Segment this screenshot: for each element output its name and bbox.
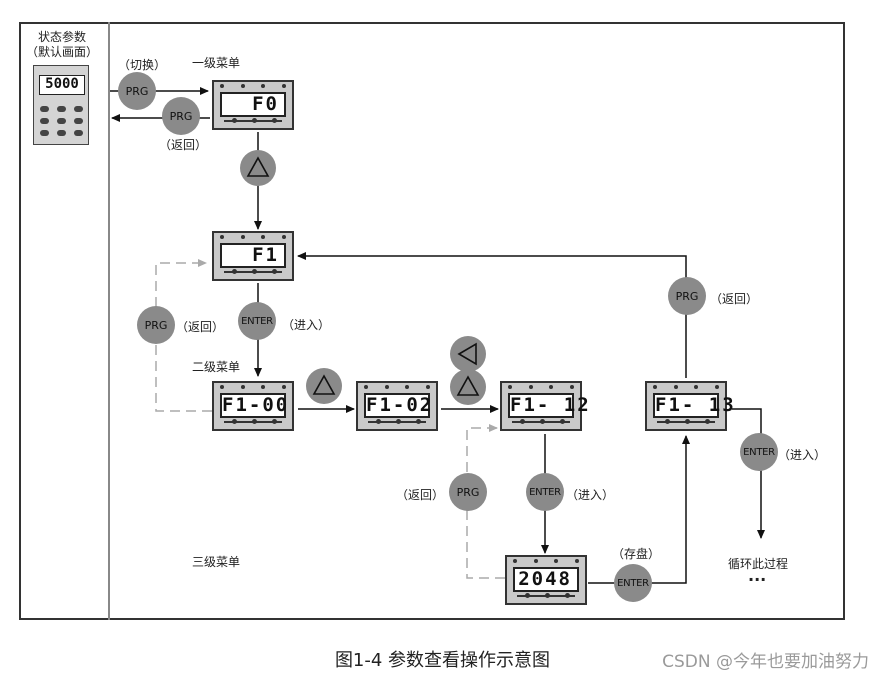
display-f1-00: F1-00: [220, 393, 290, 418]
default-keypad-device: 5000: [33, 65, 89, 145]
return-label-2: （返回）: [176, 320, 225, 334]
prg-button-return-3[interactable]: PRG: [449, 473, 487, 511]
prg-button-return[interactable]: PRG: [162, 97, 200, 135]
keypad-f1-00: F1-00: [212, 381, 294, 431]
menu-level3-label: 三级菜单: [192, 555, 241, 569]
switch-label: （切换）: [118, 58, 167, 72]
enter-label-3: （进入）: [778, 448, 827, 462]
loop-ellipsis: ···: [748, 570, 767, 589]
watermark: CSDN @今年也要加油努力: [662, 652, 869, 672]
prg-button-return-4[interactable]: PRG: [668, 277, 706, 315]
up-triangle-icon: [312, 374, 336, 395]
keypad-value: 2048: [505, 555, 587, 605]
keypad-level1: F0: [212, 80, 294, 130]
keypad-f1-02: F1-02: [356, 381, 438, 431]
return-label-3: （返回）: [396, 488, 445, 502]
enter-label-1: （进入）: [282, 318, 331, 332]
enter-button-save[interactable]: ENTER: [614, 564, 652, 602]
left-column-divider: [108, 22, 110, 620]
default-screen-label: （默认画面）: [26, 45, 99, 59]
display-f0: F0: [220, 92, 286, 117]
loop-label: 循环此过程: [728, 557, 789, 571]
keypad-f1-12: F1- 12: [500, 381, 591, 431]
up-button-2[interactable]: [306, 368, 342, 404]
status-params-label: 状态参数: [37, 30, 86, 44]
return-label-1: （返回）: [159, 138, 208, 152]
default-display: 5000: [39, 75, 85, 95]
figure-caption: 图1-4 参数查看操作示意图: [334, 650, 551, 671]
display-f1-13: F1- 13: [653, 393, 736, 418]
keypad-f1-13: F1- 13: [645, 381, 736, 431]
up-button-1[interactable]: [240, 150, 276, 186]
menu-level2-label: 二级菜单: [192, 360, 241, 374]
enter-button-3[interactable]: ENTER: [740, 433, 778, 471]
display-f1: F1: [220, 243, 286, 268]
enter-button-1[interactable]: ENTER: [238, 302, 276, 340]
display-value: 2048: [513, 567, 579, 592]
display-f1-12: F1- 12: [508, 393, 591, 418]
keypad-f1: F1: [212, 231, 294, 281]
return-label-4: （返回）: [710, 292, 759, 306]
enter-button-2[interactable]: ENTER: [526, 473, 564, 511]
shift-button[interactable]: [450, 336, 486, 372]
enter-label-2: （进入）: [566, 488, 615, 502]
save-label: （存盘）: [612, 547, 661, 561]
diagram-frame: [19, 22, 845, 620]
display-f1-02: F1-02: [364, 393, 434, 418]
up-triangle-icon: [246, 156, 270, 177]
left-triangle-icon: [457, 342, 477, 366]
up-button-3[interactable]: [450, 369, 486, 405]
prg-button-switch[interactable]: PRG: [118, 72, 156, 110]
menu-level1-label: 一级菜单: [192, 56, 241, 70]
prg-button-return-2[interactable]: PRG: [137, 306, 175, 344]
up-triangle-icon: [456, 375, 480, 396]
